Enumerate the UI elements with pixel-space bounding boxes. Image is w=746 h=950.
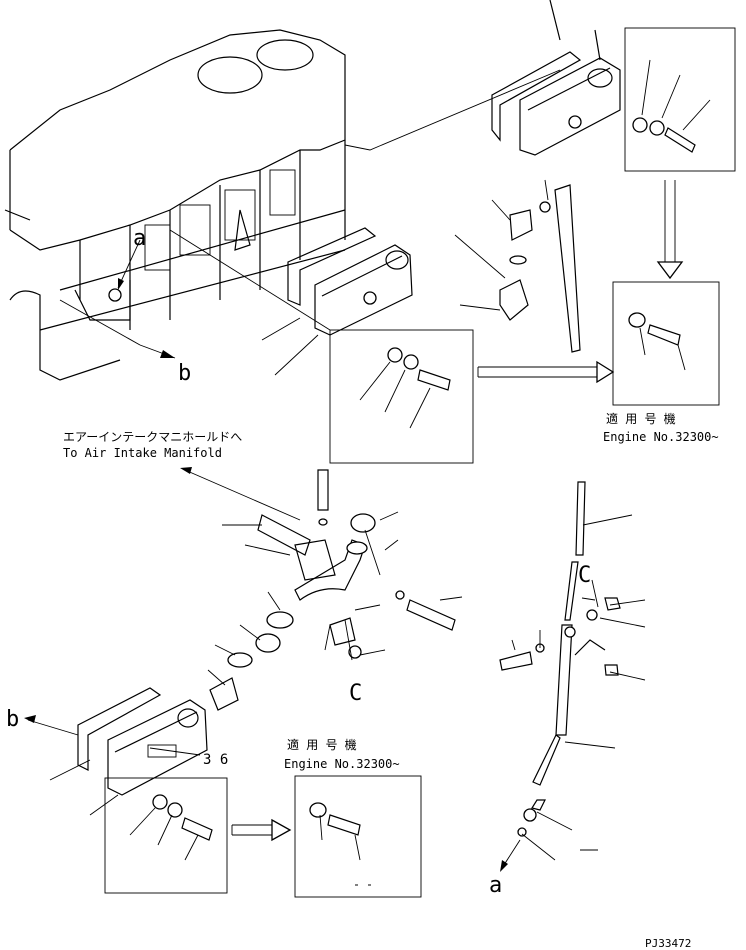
- dipstick-assembly: [499, 481, 646, 861]
- bolt-set-right: [628, 312, 686, 371]
- leader-b-top: [59, 299, 141, 346]
- arrowhead-b-top: [160, 350, 175, 358]
- bolt-set-bottom-right: [309, 802, 371, 886]
- arrow-right-bottom-head: [271, 818, 292, 842]
- arrowhead-a-top: [118, 278, 124, 290]
- side-cover-bottom: [49, 687, 208, 816]
- breather-pipe: [454, 179, 581, 353]
- applicability-en-right: Engine No.32300~: [603, 430, 719, 444]
- detail-box-right: [612, 281, 720, 406]
- arrow-down-shaft: [664, 180, 676, 265]
- intake-label-en: To Air Intake Manifold: [63, 446, 222, 460]
- side-cover-mid: [261, 227, 413, 376]
- detail-box-top: [624, 27, 736, 172]
- drawing-number: PJ33472: [645, 937, 691, 950]
- leader-block-to-cover-mid: [169, 229, 331, 331]
- ref-a-bottom: a: [489, 873, 502, 898]
- arrowhead-a-bottom: [500, 860, 508, 872]
- ref-c-right: C: [578, 563, 591, 588]
- bolt-set-mid: [359, 347, 451, 429]
- leader-b-left: [27, 719, 79, 736]
- bolt-set-bottom: [129, 794, 213, 861]
- applicability-jp-right: 適 用 号 機: [606, 411, 676, 426]
- bolt-set-top: [632, 59, 711, 153]
- arrowhead-intake: [180, 467, 192, 474]
- arrow-right-head: [596, 360, 615, 384]
- ref-c-mid: C: [349, 681, 362, 706]
- detail-box-bottom: [104, 777, 228, 894]
- intake-label-jp: エアーインテークマニホールドへ: [63, 430, 242, 444]
- leader-intake: [184, 469, 301, 521]
- arrow-right-bottom-shaft: [231, 824, 275, 836]
- applicability-jp-bottom: 適 用 号 機: [287, 737, 357, 752]
- leader-block-to-cover-top: [344, 69, 561, 151]
- ref-b-left: b: [6, 707, 19, 732]
- detail-box-bottom-right: [294, 775, 422, 898]
- arrowhead-b-left: [24, 715, 36, 723]
- hose-assembly: [207, 469, 463, 711]
- side-cover-top: [491, 0, 621, 156]
- detail-box-mid: [329, 329, 474, 464]
- applicability-en-bottom: Engine No.32300~: [284, 757, 400, 771]
- arrow-right-shaft: [477, 366, 600, 378]
- ref-a-top: a: [133, 226, 146, 251]
- engine-block: [4, 29, 346, 381]
- part-number-36: 3 6: [203, 752, 228, 768]
- ref-b-top: b: [178, 361, 191, 386]
- arrow-down-head: [656, 261, 684, 280]
